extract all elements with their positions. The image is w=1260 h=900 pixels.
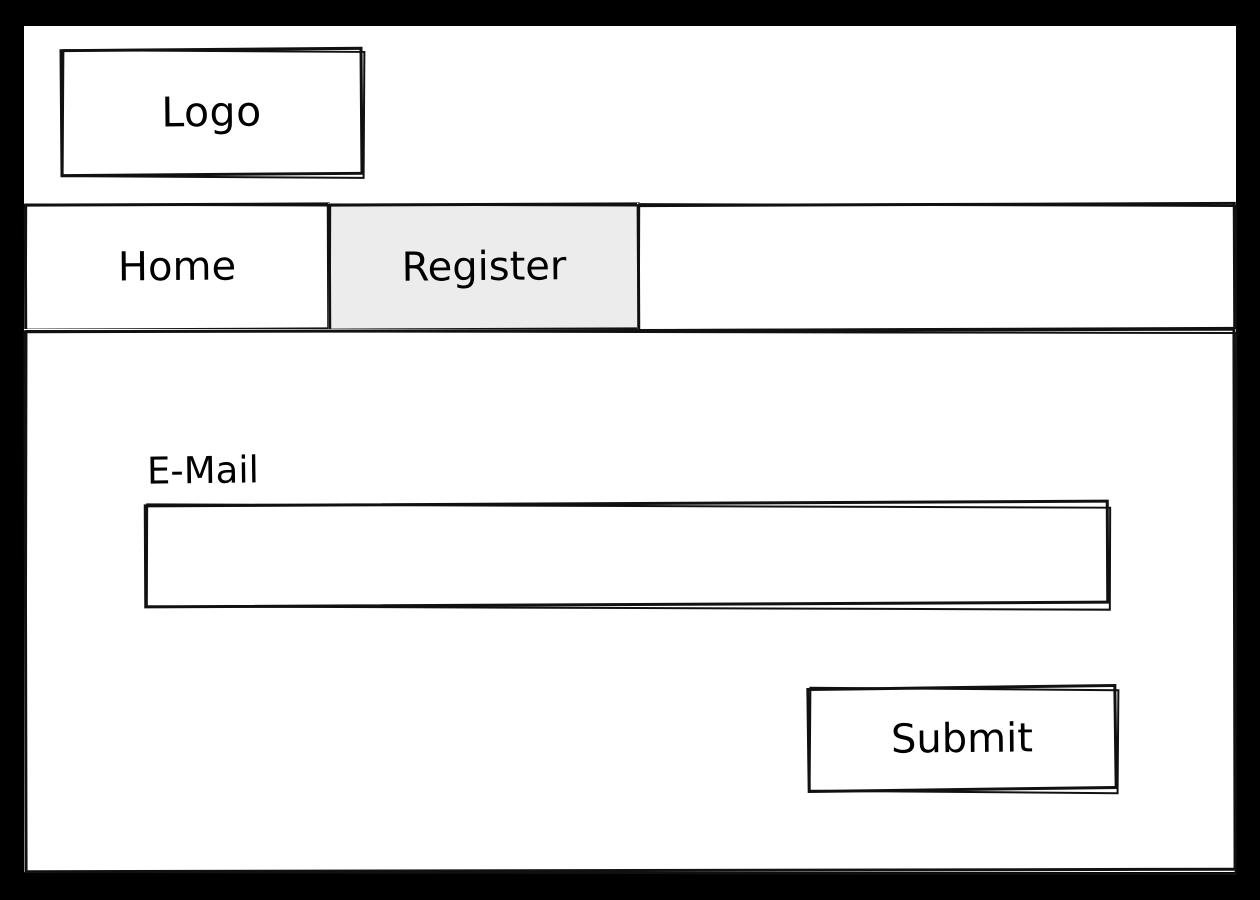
- tab-empty-label: [636, 200, 1236, 333]
- content-panel: E-Mail Submit: [23, 327, 1238, 876]
- email-input-wrapper[interactable]: [143, 499, 1112, 611]
- logo-label: Logo: [161, 87, 262, 137]
- header-band: Logo: [24, 26, 1236, 198]
- tab-register-label: Register: [401, 243, 567, 291]
- tab-empty[interactable]: [636, 200, 1238, 333]
- email-field-label: E-Mail: [146, 448, 260, 493]
- tab-strip: Home Register: [23, 200, 1238, 333]
- tab-home[interactable]: Home: [23, 202, 332, 333]
- submit-button[interactable]: Submit: [806, 684, 1118, 793]
- logo-placeholder-box[interactable]: Logo: [59, 46, 366, 179]
- email-field-group: E-Mail: [143, 448, 1112, 611]
- tab-home-label: Home: [117, 243, 237, 291]
- submit-button-wrapper[interactable]: Submit: [806, 683, 1120, 795]
- email-input[interactable]: [144, 502, 1109, 606]
- tab-register[interactable]: Register: [327, 202, 642, 333]
